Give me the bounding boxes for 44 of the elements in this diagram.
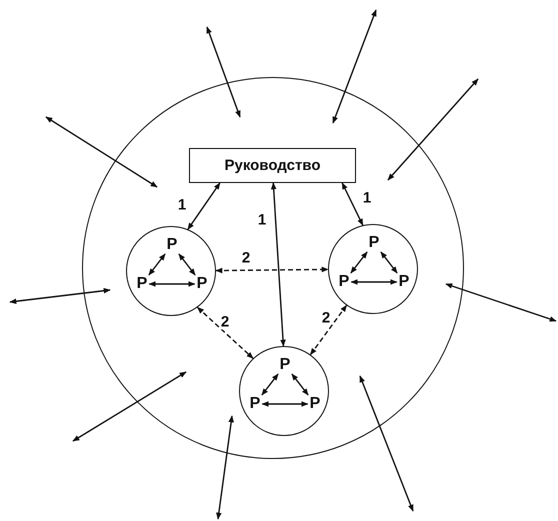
member-label: P: [398, 274, 410, 290]
double-arrow: [148, 253, 166, 276]
edge-label: 2: [240, 250, 252, 266]
double-arrow: [148, 281, 196, 287]
double-arrow: [216, 415, 234, 520]
double-arrow: [206, 26, 241, 118]
double-arrow: [45, 116, 158, 188]
double-arrow: [270, 182, 286, 347]
double-arrow: [350, 251, 368, 274]
member-label: P: [278, 357, 292, 373]
member-label: P: [196, 276, 208, 292]
outer-circle: [82, 77, 464, 459]
dashed-double-arrow: [196, 306, 254, 359]
member-label: P: [166, 237, 178, 253]
edge-label: 1: [176, 198, 188, 212]
double-arrow: [359, 375, 414, 512]
member-label: P: [136, 276, 148, 292]
double-arrow: [387, 78, 479, 181]
group-circle: [239, 346, 329, 436]
double-arrow: [9, 288, 111, 304]
group-circle: [126, 226, 216, 316]
edge-label: 1: [256, 212, 268, 228]
double-arrow: [342, 182, 364, 226]
member-label: P: [338, 274, 350, 290]
edge-label: 2: [320, 310, 332, 326]
dashed-double-arrow: [215, 266, 329, 274]
double-arrow: [187, 182, 220, 230]
member-label: P: [308, 396, 322, 412]
member-label: P: [248, 396, 262, 412]
double-arrow: [445, 283, 557, 322]
double-arrow: [178, 253, 196, 276]
double-arrow: [291, 373, 309, 396]
member-label: P: [368, 235, 380, 251]
double-arrow: [380, 251, 398, 274]
double-arrow: [72, 371, 187, 442]
edge-label: 2: [220, 314, 230, 330]
double-arrow: [350, 279, 398, 285]
management-box: Руководство: [189, 148, 356, 183]
group-circle: [328, 224, 418, 314]
edge-label: 1: [362, 190, 372, 206]
dashed-double-arrow: [310, 304, 348, 356]
double-arrow: [332, 9, 377, 124]
double-arrow: [261, 373, 279, 396]
double-arrow: [262, 401, 308, 407]
